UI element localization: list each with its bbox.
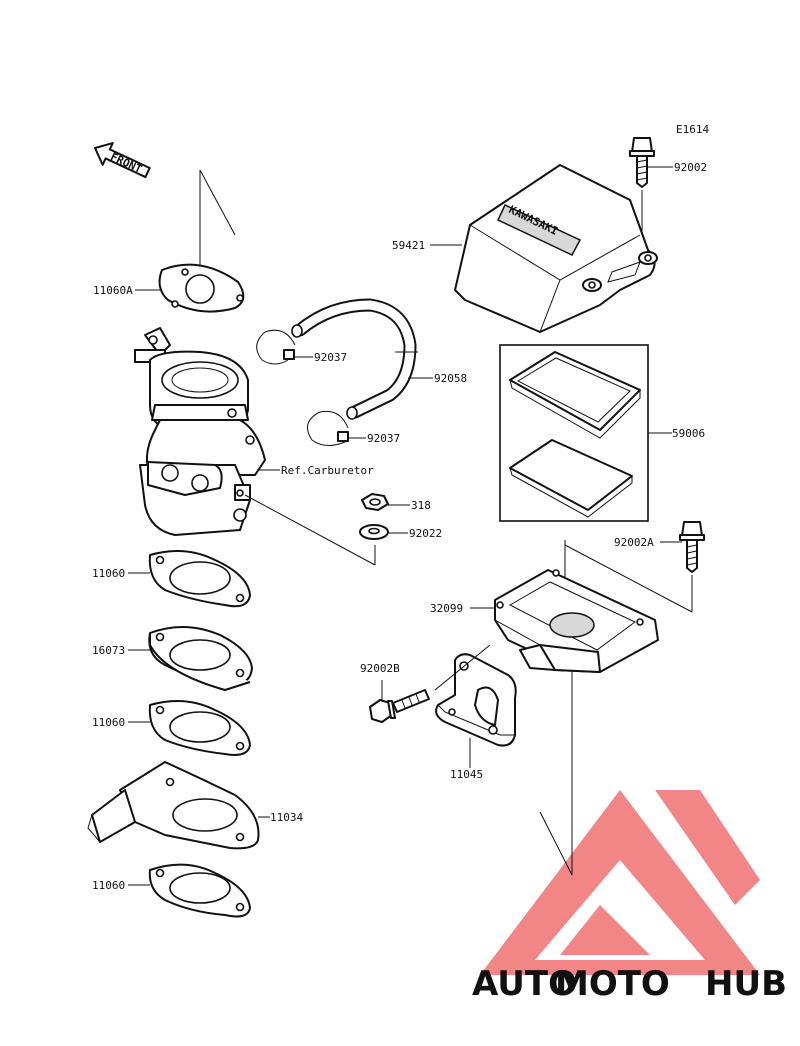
- label-92002a: 92002A: [614, 536, 654, 549]
- front-label: FRONT: [108, 150, 144, 176]
- clamp-92037-top: [256, 329, 296, 365]
- label-59006: 59006: [672, 427, 705, 440]
- label-92002b: 92002B: [360, 662, 400, 675]
- gasket-11060-1: [148, 550, 251, 608]
- label-16073: 16073: [92, 644, 125, 657]
- cover-59421: KAWASAKI: [454, 164, 658, 333]
- gasket-11060-2: [148, 700, 251, 756]
- bracket-plate-11034: [87, 761, 260, 850]
- label-11060-1: 11060: [92, 567, 125, 580]
- label-32099: 32099: [430, 602, 463, 615]
- nut-318: [361, 493, 389, 511]
- label-11045: 11045: [450, 768, 483, 781]
- front-arrow-icon: FRONT: [94, 142, 151, 179]
- label-11034: 11034: [270, 811, 303, 824]
- label-318: 318: [411, 499, 431, 512]
- spacer-16073: [148, 625, 253, 691]
- label-11060a: 11060A: [93, 284, 133, 297]
- bracket-11045: [435, 653, 517, 747]
- watermark-logo-icon: [480, 790, 760, 975]
- label-59421: 59421: [392, 239, 425, 252]
- washer-92022: [359, 524, 389, 540]
- bolt-92002: [629, 137, 655, 188]
- label-11060-3: 11060: [92, 879, 125, 892]
- clamp-92037-bottom: [307, 410, 349, 446]
- label-92002: 92002: [674, 161, 707, 174]
- carburetor-body: [134, 327, 266, 536]
- gasket-11060-3: [148, 863, 251, 918]
- watermark-hub: HUB: [705, 964, 787, 1004]
- bolt-92002a: [679, 521, 705, 573]
- hose-92058: [291, 298, 418, 420]
- element-59006: [499, 344, 649, 522]
- watermark-moto: MOTO: [555, 964, 670, 1004]
- watermark-text: AUTO MOTO HUB: [472, 964, 787, 1004]
- base-32099: [494, 569, 659, 673]
- ref-carburetor-label: Ref.Carburetor: [281, 464, 374, 477]
- label-92037-top: 92037: [314, 351, 347, 364]
- label-92022: 92022: [409, 527, 442, 540]
- bolt-92002b: [369, 689, 430, 723]
- gasket-11060a: [158, 263, 245, 313]
- label-11060-2: 11060: [92, 716, 125, 729]
- diagram-code: E1614: [676, 123, 709, 136]
- watermark-auto: AUTO: [472, 964, 577, 1004]
- label-92037-bottom: 92037: [367, 432, 400, 445]
- label-92058: 92058: [434, 372, 467, 385]
